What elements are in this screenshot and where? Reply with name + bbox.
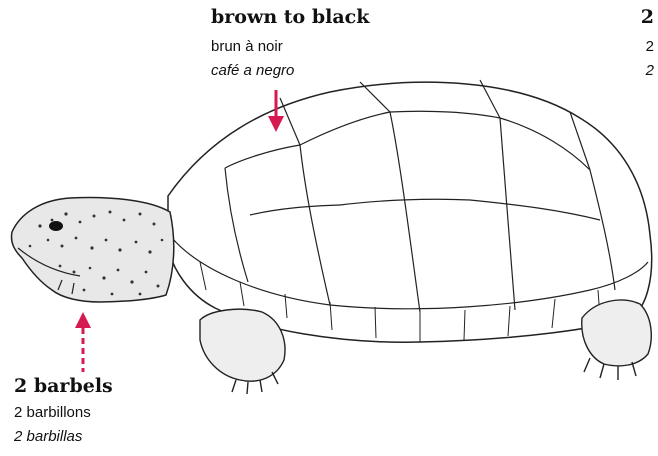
carapace-number-en: 2 (641, 6, 654, 28)
carapace-label-fr: brun à noir (211, 38, 283, 55)
turtle-head (11, 198, 173, 302)
barbels-label-es: 2 barbillas (14, 428, 82, 445)
carapace-arrow-head (268, 116, 284, 132)
carapace-outline (168, 82, 652, 342)
hind-leg (582, 300, 652, 366)
carapace-number-fr: 2 (646, 38, 654, 55)
barbels-label-fr: 2 barbillons (14, 404, 91, 421)
carapace-label-en: brown to black (211, 6, 369, 28)
front-leg (200, 309, 285, 381)
eye (49, 221, 63, 231)
scute-seams (225, 80, 615, 312)
barbel-arrow-head (75, 312, 91, 328)
carapace-number-es: 2 (646, 62, 654, 79)
carapace-label-es: café a negro (211, 62, 294, 79)
carapace-margin (172, 238, 648, 309)
barbels-label-en: 2 barbels (14, 375, 113, 397)
